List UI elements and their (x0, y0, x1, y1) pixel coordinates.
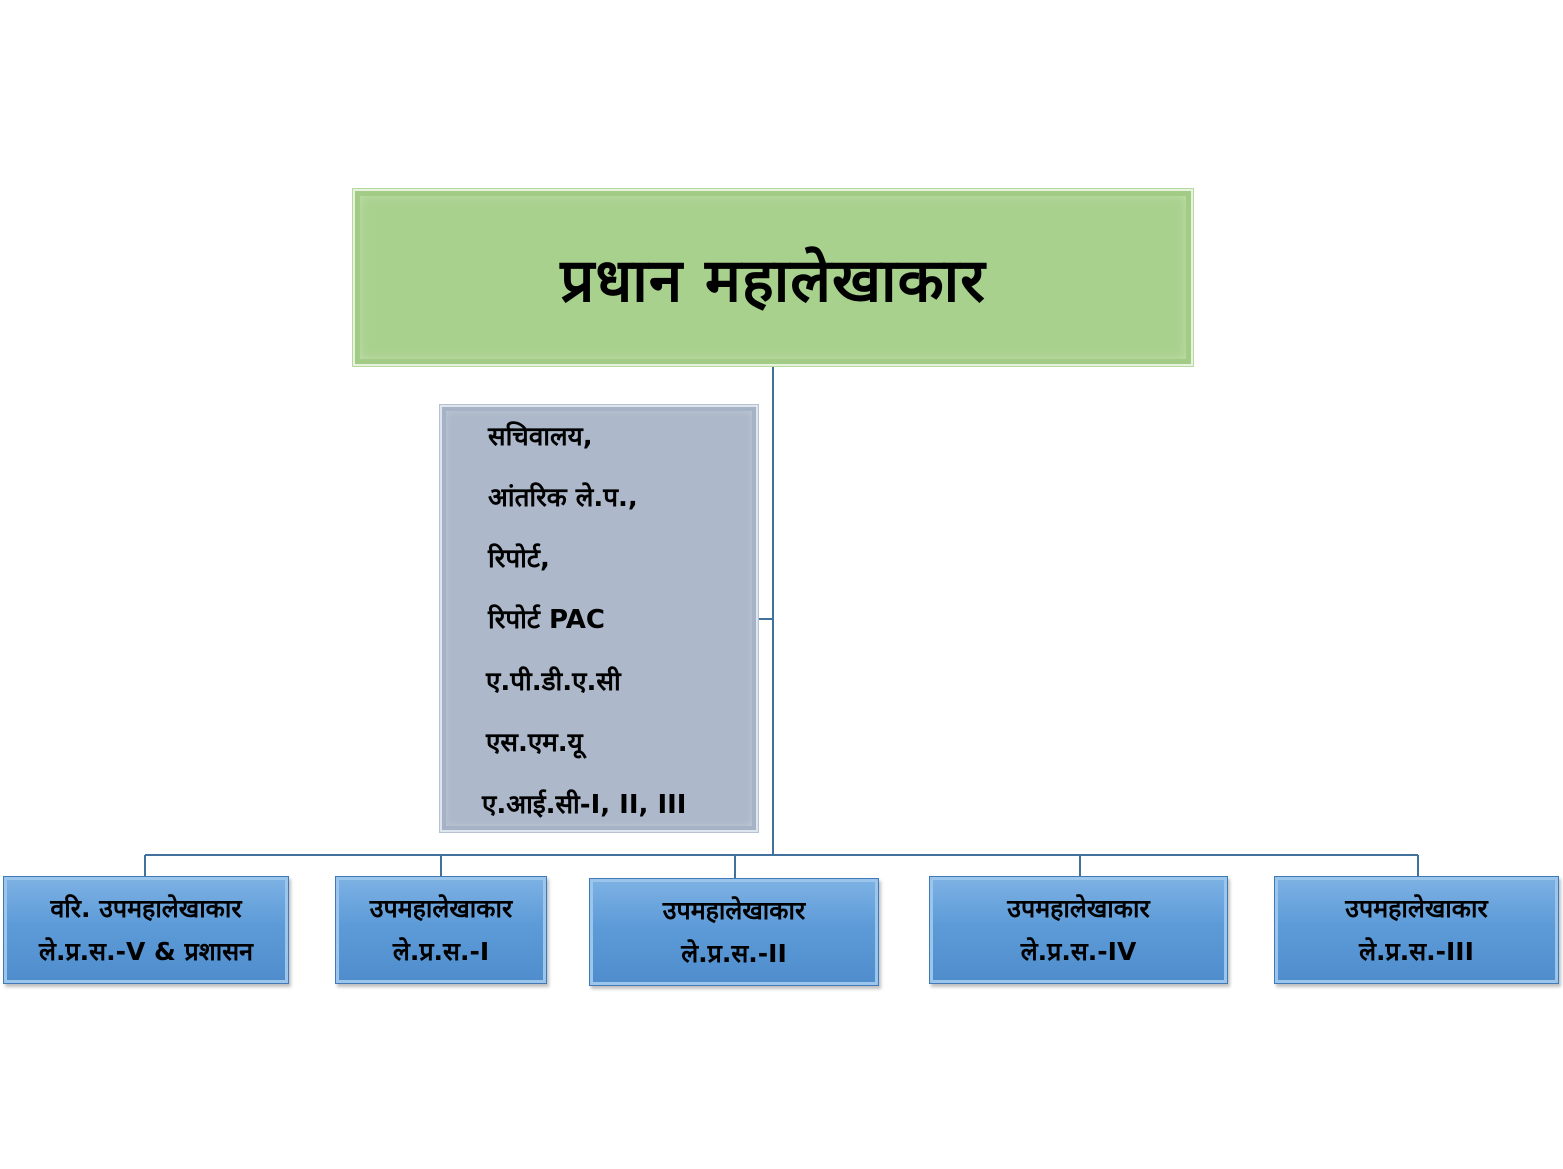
subordinate-title: उपमहालेखाकार (369, 894, 513, 923)
staff-item-aic: ए.आई.सी-I, II, III (482, 790, 687, 820)
subordinate-section: ले.प्र.स.-V & प्रशासन (39, 937, 253, 966)
subordinate-box-5: उपमहालेखाकार ले.प्र.स.-III (1274, 876, 1559, 984)
staff-item-smu: एस.एम.यू (486, 728, 583, 758)
subordinate-section: ले.प्र.स.-II (681, 939, 787, 968)
subordinate-section: ले.प्र.स.-IV (1020, 937, 1137, 966)
staff-item-report-pac: रिपोर्ट PAC (488, 605, 605, 635)
subordinate-box-2: उपमहालेखाकार ले.प्र.स.-I (335, 876, 547, 984)
head-office-box: प्रधान महालेखाकार (352, 188, 1194, 367)
subordinate-title: उपमहालेखाकार (1007, 894, 1150, 923)
subordinate-section: ले.प्र.स.-III (1359, 937, 1474, 966)
subordinate-box-3: उपमहालेखाकार ले.प्र.स.-II (589, 878, 879, 986)
subordinate-title: उपमहालेखाकार (1345, 894, 1488, 923)
staff-item-report: रिपोर्ट, (488, 544, 550, 574)
head-office-title: प्रधान महालेखाकार (560, 245, 986, 316)
subordinate-title: उपमहालेखाकार (662, 896, 806, 925)
subordinate-title: वरि. उपमहालेखाकार (50, 894, 242, 923)
staff-item-apdac: ए.पी.डी.ए.सी (486, 667, 621, 697)
staff-item-secretariat: सचिवालय, (488, 422, 593, 452)
subordinate-section: ले.प्र.स.-I (392, 937, 490, 966)
staff-unit-box: सचिवालय, आंतरिक ले.प., रिपोर्ट, रिपोर्ट … (439, 404, 759, 833)
staff-item-internal-audit: आंतरिक ले.प., (488, 483, 638, 513)
subordinate-box-1: वरि. उपमहालेखाकार ले.प्र.स.-V & प्रशासन (3, 876, 289, 984)
subordinate-box-4: उपमहालेखाकार ले.प्र.स.-IV (929, 876, 1228, 984)
